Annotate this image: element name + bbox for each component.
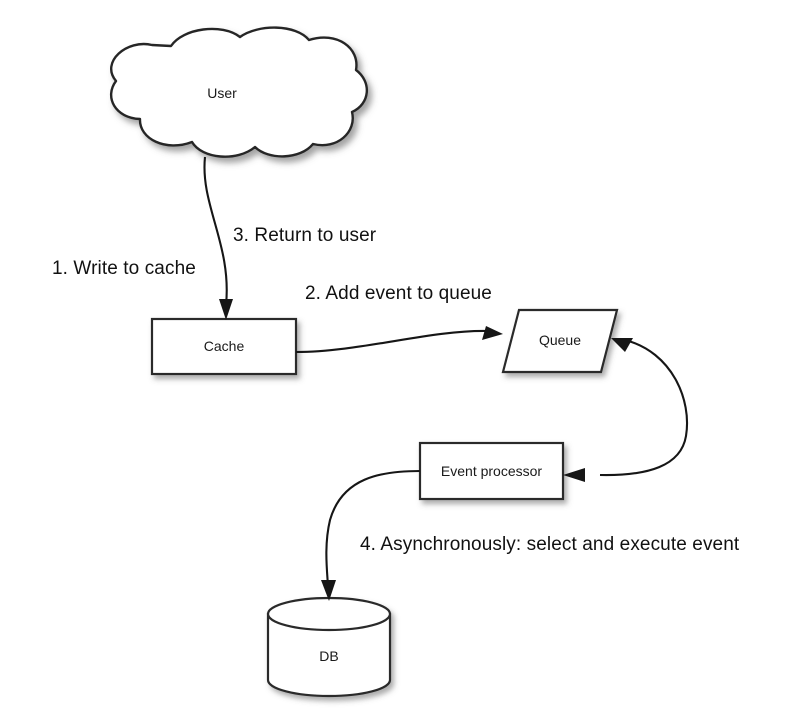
- edge-label-step-2: 2. Add event to queue: [305, 283, 492, 304]
- edge-event-processor-to-db: [321, 469, 421, 601]
- node-db[interactable]: [266, 596, 392, 698]
- edge-cache-to-queue: [295, 326, 503, 354]
- edge-label-step-1: 1. Write to cache: [52, 258, 196, 279]
- node-cache[interactable]: [150, 317, 298, 376]
- node-user[interactable]: [110, 26, 368, 158]
- node-queue[interactable]: [501, 308, 619, 374]
- edge-user-to-cache: [203, 156, 233, 320]
- edge-label-step-3: 3. Return to user: [233, 225, 377, 246]
- edge-queue-to-event-processor: [563, 338, 689, 482]
- node-event-processor[interactable]: [418, 441, 565, 501]
- edge-label-step-4: 4. Asynchronously: select and execute ev…: [360, 534, 740, 555]
